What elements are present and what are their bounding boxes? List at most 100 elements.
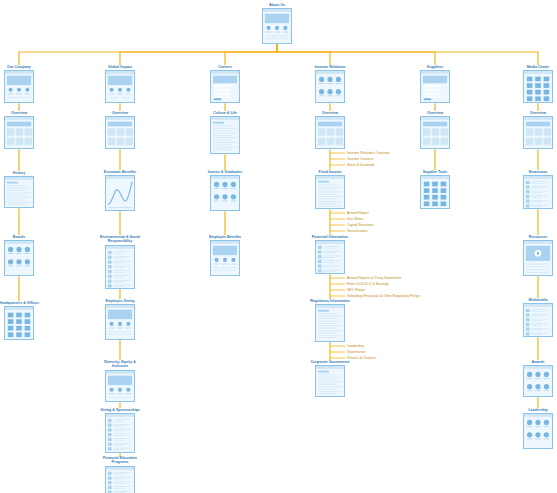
page-thumbnail bbox=[523, 116, 553, 149]
wire-tile bbox=[432, 202, 438, 207]
page-title: Awards bbox=[516, 360, 557, 364]
wire-tile bbox=[25, 320, 31, 325]
wire-line bbox=[113, 250, 130, 252]
page-title: Multimedia bbox=[516, 298, 557, 302]
page-wireframe bbox=[421, 176, 449, 208]
page-node: Investor Relations bbox=[308, 65, 352, 103]
wire-line bbox=[318, 205, 342, 207]
page-node: Financial Information bbox=[308, 235, 352, 274]
wire-card bbox=[16, 138, 23, 146]
wire-tile bbox=[16, 313, 22, 318]
wire-thumb bbox=[526, 181, 530, 184]
wire-line bbox=[531, 323, 548, 325]
page-thumbnail bbox=[105, 413, 135, 453]
wire-header bbox=[316, 241, 344, 244]
page-thumbnail bbox=[523, 175, 553, 209]
sitemap-connector bbox=[224, 154, 225, 170]
wire-thumb bbox=[108, 443, 112, 446]
wire-line bbox=[7, 188, 31, 190]
wire-avatar bbox=[16, 259, 21, 264]
wire-line bbox=[318, 381, 342, 383]
page-wireframe bbox=[106, 414, 134, 452]
wire-thumb bbox=[108, 438, 112, 441]
wire-thumb bbox=[108, 471, 112, 474]
wire-line bbox=[527, 378, 533, 380]
wire-tile bbox=[441, 189, 447, 194]
wire-thumb bbox=[108, 476, 112, 479]
page-node: Giving & Sponsorships bbox=[98, 408, 142, 453]
branch-tick bbox=[330, 213, 345, 231]
page-node: Careers bbox=[203, 65, 247, 103]
page-node: History bbox=[0, 171, 41, 208]
sitemap-connector bbox=[277, 44, 330, 65]
wire-line bbox=[527, 269, 549, 271]
wire-card bbox=[7, 138, 14, 146]
wire-field bbox=[424, 89, 441, 91]
wire-tile bbox=[25, 333, 31, 338]
wire-line bbox=[7, 185, 26, 187]
sitemap-connector bbox=[537, 149, 538, 170]
wire-tile bbox=[544, 77, 550, 82]
wire-line bbox=[213, 147, 237, 149]
wire-tile bbox=[424, 195, 430, 200]
wire-avatar bbox=[527, 420, 532, 425]
branch-tick bbox=[330, 346, 345, 358]
wire-thumb bbox=[318, 246, 322, 249]
wire-line bbox=[109, 396, 131, 398]
wire-line bbox=[323, 270, 340, 272]
wire-line bbox=[8, 253, 14, 255]
page-node: Diversity, Equity & Inclusion bbox=[98, 360, 142, 402]
wire-tile bbox=[16, 333, 22, 338]
wire-avatar bbox=[8, 259, 13, 264]
wire-line bbox=[318, 316, 342, 318]
page-node: Headquarters & Offices bbox=[0, 301, 41, 340]
page-wireframe bbox=[524, 117, 552, 148]
wire-header bbox=[106, 117, 134, 120]
wire-line bbox=[213, 130, 232, 132]
wire-avatar bbox=[126, 387, 130, 391]
wire-card bbox=[336, 129, 343, 137]
wire-line bbox=[7, 199, 26, 201]
page-title: Financial Information bbox=[308, 235, 352, 239]
wire-line bbox=[318, 191, 342, 193]
wire-line bbox=[126, 327, 132, 329]
wire-avatar bbox=[319, 77, 324, 82]
wire-thumb bbox=[108, 274, 112, 277]
page-wireframe bbox=[316, 71, 344, 102]
wire-thumb bbox=[526, 323, 530, 326]
wire-heading bbox=[318, 310, 329, 312]
sitemap-connector bbox=[329, 342, 330, 360]
wire-line bbox=[117, 327, 123, 329]
page-thumbnail bbox=[105, 370, 135, 402]
wire-thumb bbox=[526, 200, 530, 203]
wire-avatar bbox=[110, 387, 114, 391]
page-thumbnail bbox=[315, 365, 345, 397]
wire-tile bbox=[432, 195, 438, 200]
wire-thumb bbox=[526, 205, 530, 208]
wire-avatar bbox=[231, 194, 236, 199]
page-thumbnail bbox=[105, 70, 135, 103]
page-thumbnail bbox=[523, 365, 553, 397]
wire-thumb bbox=[526, 314, 530, 317]
page-thumbnail bbox=[210, 175, 240, 211]
wire-line bbox=[113, 440, 124, 442]
wire-line bbox=[327, 83, 333, 85]
wire-axis bbox=[108, 207, 132, 209]
wire-avatar bbox=[327, 77, 332, 82]
wire-line bbox=[213, 132, 237, 134]
wire-tile bbox=[535, 77, 541, 82]
wire-thumb bbox=[526, 309, 530, 312]
page-thumbnail bbox=[4, 176, 34, 208]
wire-line bbox=[323, 252, 334, 254]
wire-line bbox=[527, 266, 549, 268]
wire-tile bbox=[432, 189, 438, 194]
wire-line bbox=[318, 184, 337, 186]
wire-avatar bbox=[267, 26, 271, 30]
branch-tick bbox=[330, 153, 345, 165]
wire-line bbox=[213, 135, 232, 137]
wire-line bbox=[16, 93, 22, 95]
wire-line bbox=[274, 31, 280, 33]
wire-header bbox=[316, 117, 344, 120]
page-node: Corporate Governance bbox=[308, 360, 352, 397]
wire-hero bbox=[7, 76, 31, 85]
